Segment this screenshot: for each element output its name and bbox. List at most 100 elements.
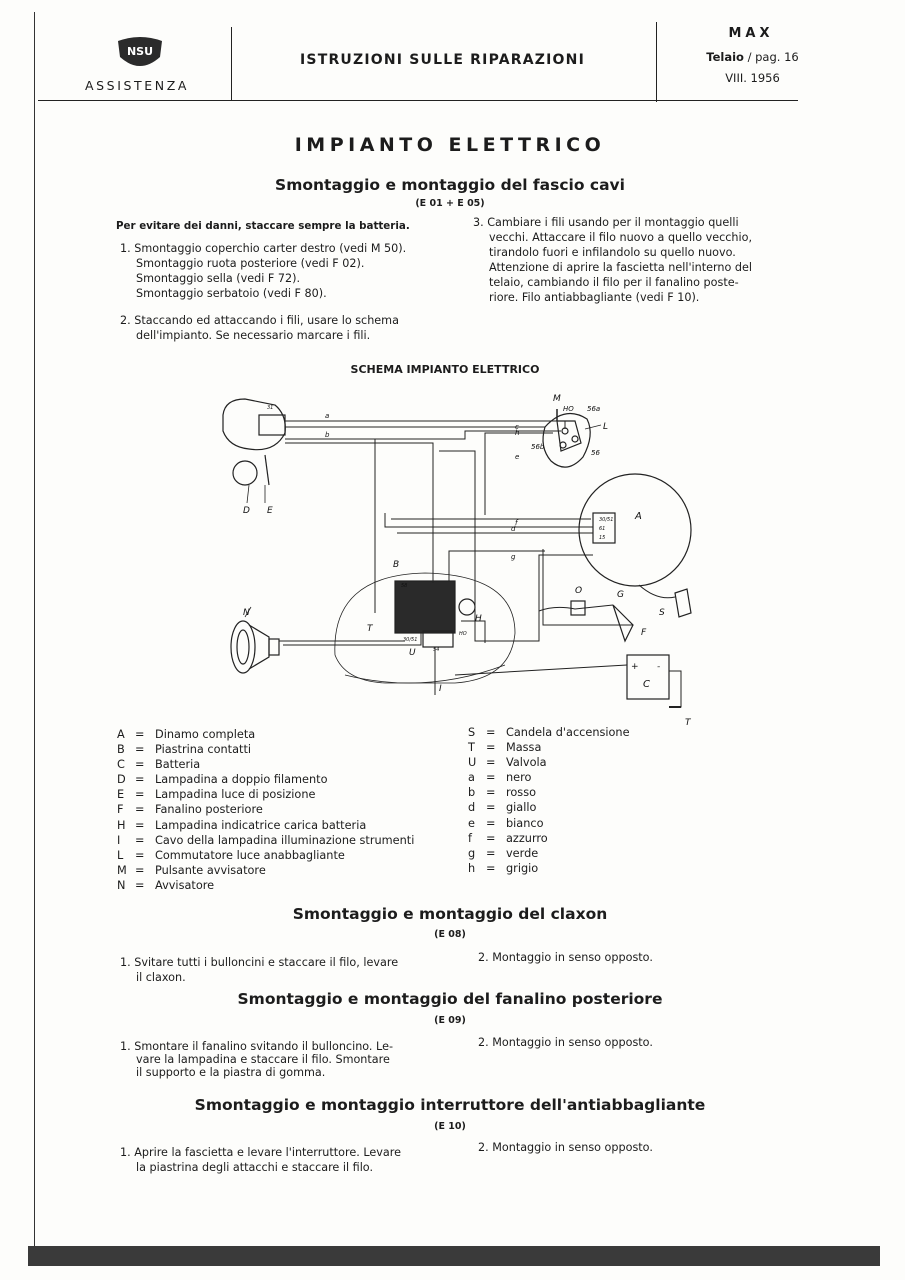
junction-O — [542, 549, 633, 626]
legend-equals: = — [135, 773, 145, 787]
step3-line: vecchi. Attaccare il filo nuovo a quello… — [489, 231, 753, 244]
section4-step2: 2. Montaggio in senso opposto. — [478, 1141, 653, 1154]
legend-value: Lampadina luce di posizione — [155, 788, 316, 802]
section2-code: (E 08) — [434, 929, 466, 940]
legend-key: I — [117, 833, 121, 847]
label-15: 15 — [599, 535, 605, 541]
legend-key: L — [117, 848, 124, 862]
label-T: T — [367, 624, 374, 634]
header-title: ISTRUZIONI SULLE RIPARAZIONI — [300, 52, 585, 68]
legend-equals: = — [486, 816, 496, 830]
label-3051: 30/51 — [599, 517, 613, 523]
section3-line: il supporto e la piastra di gomma. — [136, 1066, 326, 1079]
legend-key: C — [117, 758, 125, 772]
label-L: L — [603, 422, 608, 432]
legend-key: S — [468, 726, 476, 739]
section4-line: 1. Aprire la fascietta e levare l'interr… — [120, 1146, 401, 1159]
section3-step2: 2. Montaggio in senso opposto. — [478, 1036, 653, 1049]
label-G: G — [617, 590, 624, 600]
legend-key: a — [468, 771, 475, 785]
legend-key: D — [117, 773, 126, 787]
legend-value: giallo — [506, 801, 537, 815]
section4-code: (E 10) — [434, 1121, 466, 1132]
step2-line: 2. Staccando ed attaccando i fili, usare… — [120, 314, 399, 327]
legend-equals: = — [135, 788, 145, 802]
section3-line: vare la lampadina e staccare il filo. Sm… — [136, 1053, 390, 1066]
step3-line: riore. Filo antiabbagliante (vedi F 10). — [489, 291, 700, 304]
label-F: F — [641, 628, 647, 638]
legend-key: f — [468, 831, 472, 845]
page-ref: Telaio / pag. 16 — [690, 50, 815, 64]
legend-value: Massa — [506, 741, 542, 755]
legend-right-item: S=Candela d'accensione — [468, 725, 630, 740]
legend-value: Batteria — [155, 758, 201, 772]
section4-title: Smontaggio e montaggio interruttore dell… — [194, 1096, 706, 1114]
wire-h: h — [515, 429, 519, 437]
label-M: M — [553, 394, 561, 404]
legend-right-item: a=nero — [468, 770, 630, 785]
label-61: 61 — [599, 526, 605, 532]
frame-outline — [334, 572, 516, 684]
step3: 3. Cambiare i fili usando per il montagg… — [473, 215, 793, 305]
legend-key: b — [468, 786, 476, 800]
legend-value: Cavo della lampadina illuminazione strum… — [155, 833, 415, 847]
label-E: E — [267, 506, 273, 516]
section1-code: (E 01 + E 05) — [415, 198, 485, 209]
legend-right-item: e=bianco — [468, 816, 630, 831]
section2-step2: 2. Montaggio in senso opposto. — [478, 951, 653, 964]
diagram-labels: M HO 56a 56b 56 L A 30/51 61 15 B 58 H H… — [243, 394, 692, 728]
label-56: 56 — [591, 449, 600, 457]
section3-code: (E 09) — [434, 1015, 466, 1026]
legend-key: A — [117, 728, 125, 741]
header-divider-right — [656, 22, 657, 102]
label-3051-2: 30/51 — [403, 637, 417, 643]
legend-equals: = — [486, 786, 496, 800]
section2-step1: 1. Svitare tutti i bulloncini e staccare… — [120, 955, 470, 985]
section4-step1: 1. Aprire la fascietta e levare l'interr… — [120, 1145, 470, 1175]
legend-right-item: h=grigio — [468, 861, 630, 876]
label-A: A — [634, 511, 642, 522]
legend-value: Pulsante avvisatore — [155, 863, 266, 877]
page-title: IMPIANTO ELETTRICO — [294, 134, 606, 156]
step1-line: 1. Smontaggio coperchio carter destro (v… — [120, 242, 407, 255]
label-58: 58 — [401, 583, 407, 589]
header-rule — [38, 100, 798, 101]
page-left-rule — [34, 12, 35, 1247]
label-B: B — [393, 560, 399, 570]
battery-warning: Per evitare dei danni, staccare sempre l… — [116, 220, 410, 232]
issue-date: VIII. 1956 — [725, 71, 780, 85]
dynamo — [578, 473, 692, 587]
wires — [279, 420, 628, 695]
legend-key: d — [468, 801, 476, 815]
label-HO-2: HO — [459, 631, 467, 637]
page-number: / pag. 16 — [747, 50, 799, 64]
legend-right-item: d=giallo — [468, 800, 630, 815]
wire-d: d — [511, 525, 516, 533]
label-O: O — [575, 586, 582, 596]
header-divider-left — [231, 27, 232, 101]
label-C: C — [643, 679, 650, 690]
legend-value: grigio — [506, 861, 539, 875]
legend-value: Dinamo completa — [155, 728, 256, 741]
rear-light — [538, 604, 634, 643]
legend-equals: = — [135, 848, 145, 862]
legend-value: Valvola — [506, 756, 547, 770]
label-U: U — [409, 648, 416, 658]
legend-equals: = — [135, 803, 145, 817]
legend-value: Lampadina indicatrice carica batteria — [155, 818, 367, 832]
spark-plug — [638, 584, 692, 618]
legend-value: Candela d'accensione — [506, 726, 630, 739]
horn — [230, 606, 280, 674]
section2-line: il claxon. — [136, 971, 186, 984]
legend-value: nero — [506, 771, 532, 785]
legend-left-item: A=Dinamo completa — [117, 727, 414, 742]
bottom-edge-band — [28, 1246, 880, 1266]
legend-equals: = — [135, 878, 145, 892]
label-H: H — [475, 614, 482, 624]
legend-left-item: I=Cavo della lampadina illuminazione str… — [117, 833, 414, 848]
label-I: I — [439, 684, 442, 694]
wire-f: f — [515, 519, 519, 527]
legend-value: Lampadina a doppio filamento — [155, 773, 328, 787]
